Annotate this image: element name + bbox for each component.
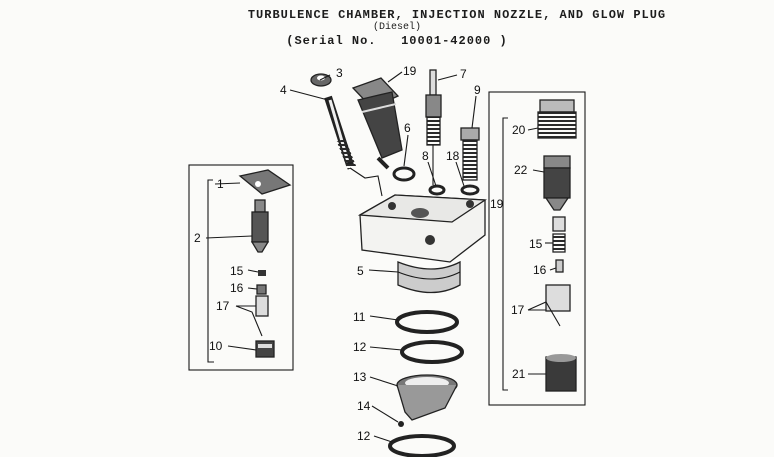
nozzle-holder-part bbox=[250, 199, 270, 253]
stud-part bbox=[324, 95, 357, 170]
spacer-part bbox=[256, 284, 267, 295]
holder-body-part bbox=[543, 155, 571, 211]
callout-11: 11 bbox=[353, 310, 366, 324]
callout-6: 6 bbox=[404, 121, 411, 135]
glow-plug-part bbox=[425, 69, 442, 185]
push-rod-part bbox=[555, 259, 564, 273]
chamber-cup-part bbox=[396, 374, 458, 421]
bolt-part bbox=[460, 127, 480, 196]
callout-13: 13 bbox=[353, 370, 367, 384]
o-ring-part bbox=[388, 434, 456, 457]
callout-8: 8 bbox=[422, 149, 429, 163]
callout-17-right: 17 bbox=[511, 303, 525, 317]
callout-15-left: 15 bbox=[230, 264, 244, 278]
nozzle-nut-part bbox=[255, 340, 275, 358]
callout-14: 14 bbox=[357, 399, 371, 413]
turbulence-chamber-body-part bbox=[357, 194, 487, 294]
washer-part bbox=[428, 184, 446, 196]
callout-12-lower: 12 bbox=[357, 429, 371, 443]
callout-9: 9 bbox=[474, 83, 481, 97]
callout-19: 19 bbox=[403, 64, 417, 78]
o-ring-part bbox=[395, 310, 459, 334]
callout-17-left: 17 bbox=[216, 299, 230, 313]
callout-2: 2 bbox=[194, 231, 201, 245]
o-ring-part bbox=[400, 340, 464, 364]
callout-3: 3 bbox=[336, 66, 343, 80]
nozzle-tip-part bbox=[545, 284, 571, 312]
callout-5: 5 bbox=[357, 264, 364, 278]
spring-part bbox=[258, 270, 266, 276]
callout-15-right: 15 bbox=[529, 237, 543, 251]
pin-part bbox=[398, 421, 404, 427]
diagram-title: TURBULENCE CHAMBER, INJECTION NOZZLE, AN… bbox=[247, 8, 667, 22]
callout-4: 4 bbox=[280, 83, 287, 97]
callout-7: 7 bbox=[460, 67, 467, 81]
retaining-nut-part bbox=[545, 354, 577, 392]
diagram-serial-range: (Serial No. 10001-42000 ) bbox=[286, 34, 508, 48]
callout-1: 1 bbox=[217, 177, 224, 191]
callout-18: 18 bbox=[446, 149, 460, 163]
gasket-part bbox=[392, 166, 416, 182]
callout-10: 10 bbox=[209, 339, 223, 353]
callout-20: 20 bbox=[512, 123, 526, 137]
needle-valve-part bbox=[255, 295, 269, 317]
holder-spring-part bbox=[552, 233, 566, 253]
callout-19-inset: 19 bbox=[490, 197, 504, 211]
nozzle-bracket-part bbox=[238, 169, 292, 195]
callout-22: 22 bbox=[514, 163, 528, 177]
callout-12-upper: 12 bbox=[353, 340, 367, 354]
shim-part bbox=[552, 216, 566, 232]
diagram-subtitle-fuel: (Diesel) bbox=[372, 22, 421, 33]
holder-inset-frame bbox=[488, 91, 586, 406]
callout-16-left: 16 bbox=[230, 281, 244, 295]
nozzle-inset-frame bbox=[188, 164, 294, 371]
holder-cap-part bbox=[537, 99, 577, 139]
glow-plug-holder-part bbox=[351, 77, 403, 170]
callout-16-right: 16 bbox=[533, 263, 547, 277]
callout-21: 21 bbox=[512, 367, 526, 381]
